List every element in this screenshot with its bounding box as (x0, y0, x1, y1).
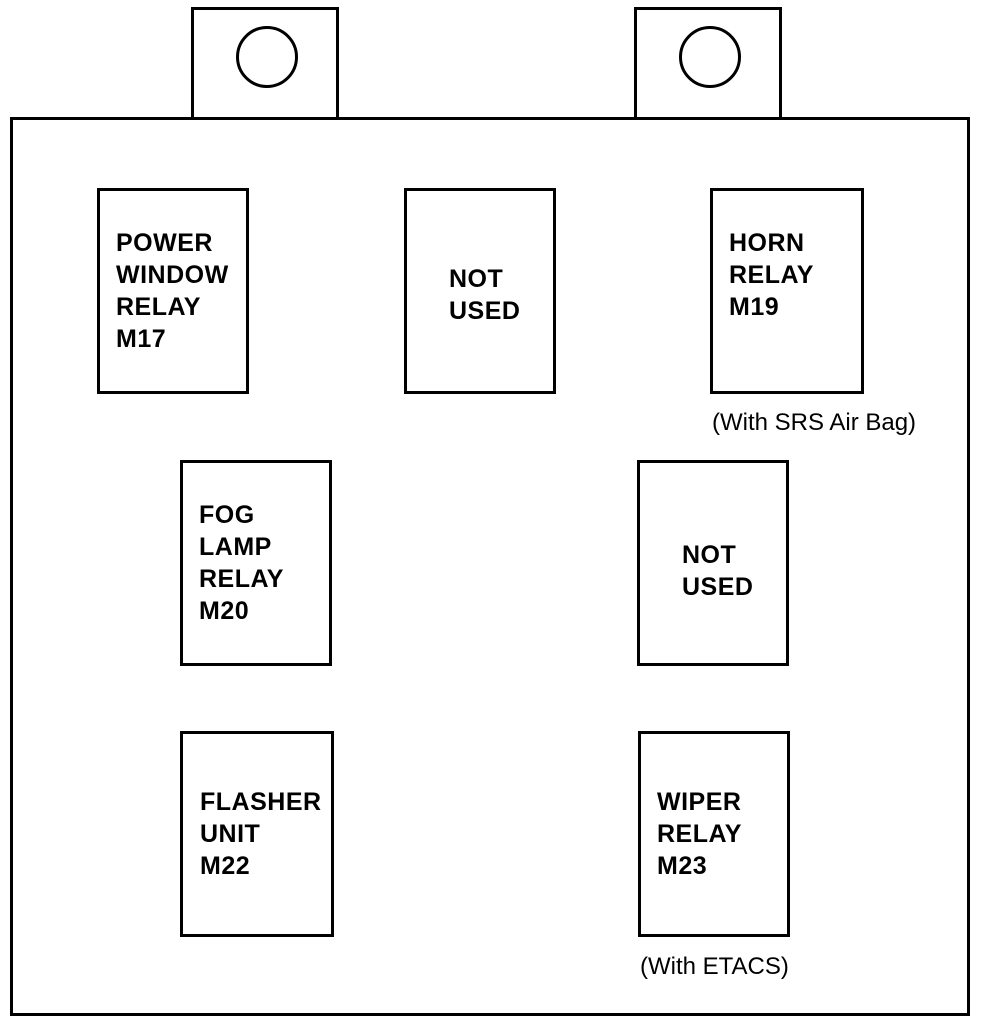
label-line: M17 (116, 325, 167, 353)
mounting-hole-icon (236, 26, 298, 88)
label-line: FLASHER (200, 788, 322, 816)
label-line: M20 (199, 597, 250, 625)
label-line: LAMP (199, 533, 272, 561)
label-line: M23 (657, 852, 708, 880)
label-line: WINDOW (116, 261, 229, 289)
wiper-relay: WIPER RELAY M23 (638, 731, 790, 937)
label-line: USED (682, 573, 754, 601)
label-line: HORN (729, 229, 805, 257)
fog-lamp-relay: FOG LAMP RELAY M20 (180, 460, 332, 666)
mounting-tab-right (634, 7, 782, 121)
relay-label: HORN RELAY M19 (729, 227, 814, 323)
not-used-slot-middle: NOT USED (637, 460, 789, 666)
label-line: POWER (116, 229, 213, 257)
label-line: FOG (199, 501, 255, 529)
relay-label: POWER WINDOW RELAY M17 (116, 227, 229, 355)
relay-label: NOT USED (449, 263, 520, 327)
horn-relay: HORN RELAY M19 (710, 188, 864, 394)
label-line: RELAY (657, 820, 742, 848)
mounting-tab-left (191, 7, 339, 121)
label-line: UNIT (200, 820, 261, 848)
label-line: RELAY (116, 293, 201, 321)
flasher-unit: FLASHER UNIT M22 (180, 731, 334, 937)
not-used-slot-top: NOT USED (404, 188, 556, 394)
power-window-relay: POWER WINDOW RELAY M17 (97, 188, 249, 394)
wiper-relay-note: (With ETACS) (640, 953, 789, 980)
label-line: RELAY (729, 261, 814, 289)
label-line: USED (449, 297, 521, 325)
relay-label: FLASHER UNIT M22 (200, 786, 322, 882)
horn-relay-note: (With SRS Air Bag) (712, 409, 917, 436)
relay-label: WIPER RELAY M23 (657, 786, 742, 882)
label-line: M22 (200, 852, 251, 880)
label-line: NOT (682, 541, 737, 569)
mounting-hole-icon (679, 26, 741, 88)
label-line: RELAY (199, 565, 284, 593)
label-line: WIPER (657, 788, 742, 816)
label-line: M19 (729, 293, 780, 321)
relay-label: NOT USED (682, 539, 753, 603)
relay-label: FOG LAMP RELAY M20 (199, 499, 284, 627)
label-line: NOT (449, 265, 504, 293)
